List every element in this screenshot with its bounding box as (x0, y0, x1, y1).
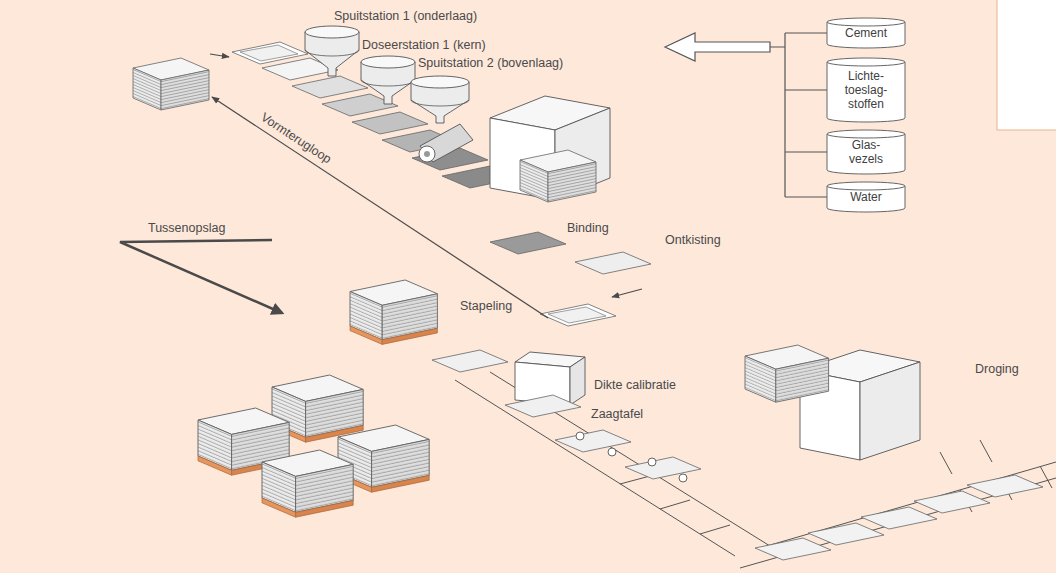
station-label: Doseerstation 1 (kern) (362, 38, 486, 52)
feed-arrow (210, 54, 229, 57)
process-label: Dikte calibratie (594, 378, 676, 392)
material-silo: Water (827, 182, 905, 212)
press-roller (419, 124, 473, 162)
material-name: Water (831, 191, 901, 205)
silo-rim (827, 134, 905, 138)
plate (292, 76, 368, 98)
saw-blade (648, 458, 656, 466)
roller-end (419, 146, 435, 162)
material-name: Cement (831, 27, 901, 41)
material-name: Lichte- toeslag- stoffen (840, 70, 892, 111)
hopper-edge (411, 100, 469, 106)
plate (625, 457, 701, 479)
side-panel (997, 0, 1056, 130)
plate-stack (133, 58, 209, 110)
demould-arrow (612, 289, 642, 297)
plate-stack (745, 345, 829, 402)
material-name: Glas- vezels (844, 139, 888, 167)
silo-body (827, 18, 905, 48)
spray-hopper (411, 76, 469, 123)
silo-body (827, 130, 905, 174)
hopper-edge (305, 50, 359, 56)
plate (861, 507, 937, 529)
saw-blade (608, 448, 616, 456)
material-silo: Lichte- toeslag- stoffen (827, 58, 905, 122)
saw-blade (576, 432, 584, 440)
plate (755, 538, 831, 560)
mold-frame (540, 304, 616, 326)
rail (740, 462, 1056, 568)
silo-label-box: Lichte- toeslag- stoffen (840, 58, 892, 112)
machine-side (570, 357, 585, 405)
silo-body (827, 182, 905, 212)
hopper-edge (361, 80, 415, 86)
plate (914, 491, 990, 513)
station-label: Spuitstation 2 (bovenlaag) (418, 56, 563, 70)
flow-label: Tussenopslag (148, 221, 225, 235)
material-silo: Glas- vezels (827, 130, 905, 174)
plate-stack (520, 150, 596, 202)
hopper-top (305, 26, 359, 38)
plate (505, 395, 581, 417)
plate (555, 430, 631, 452)
roller-body (420, 124, 473, 162)
silo-rim (827, 22, 905, 26)
plate (575, 252, 651, 274)
roller-conveyor (455, 372, 1056, 568)
saw-blade (576, 432, 687, 482)
pallet-stack (262, 450, 353, 517)
plate (432, 350, 508, 372)
rail (455, 372, 770, 556)
process-label: Droging (975, 362, 1019, 376)
process-label: Stapeling (460, 299, 512, 313)
oven-side (860, 362, 920, 460)
spray-hopper (305, 26, 359, 76)
dosing-hopper (361, 56, 415, 104)
process-label: Ontkisting (665, 233, 721, 247)
material-silo: Cement (827, 18, 905, 48)
plate (808, 523, 884, 545)
hopper-top (411, 76, 469, 88)
saw-blade (679, 474, 687, 482)
roller-bar (620, 440, 1052, 534)
silo-label-box: Water (831, 182, 901, 205)
process-label: Binding (567, 221, 609, 235)
plate (352, 112, 428, 134)
silo-rim (827, 62, 905, 66)
plate (967, 475, 1043, 497)
supply-bracket (770, 33, 827, 197)
supply-arrow (665, 33, 770, 61)
plate (490, 232, 566, 254)
silo-rim (827, 186, 905, 190)
hopper-body (305, 32, 359, 76)
silo-label-box: Glas- vezels (844, 130, 888, 167)
storage-arrow (120, 240, 282, 313)
hopper-top (361, 56, 415, 68)
station-label: Spuitstation 1 (onderlaag) (334, 9, 477, 23)
silo-label-box: Cement (831, 18, 901, 41)
silo-body (827, 58, 905, 122)
process-label: Zaagtafel (591, 407, 643, 421)
pallet-stack (350, 280, 437, 344)
roller-axle (424, 151, 430, 157)
